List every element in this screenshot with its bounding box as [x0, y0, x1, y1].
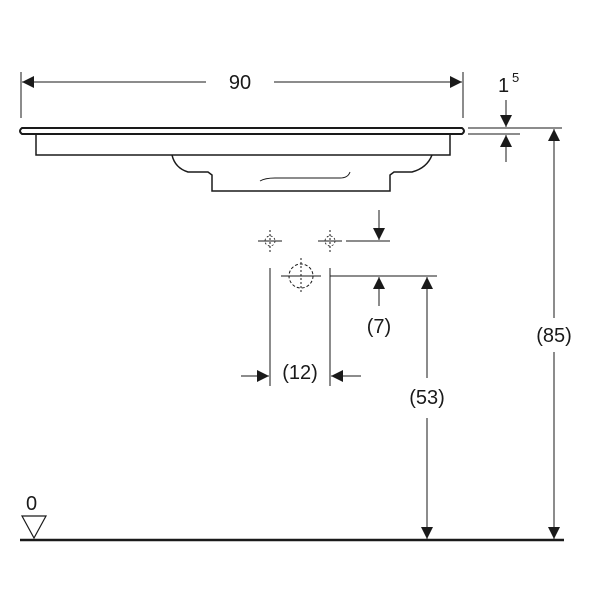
basin-body: [35, 134, 451, 156]
floor-level-label: 0: [26, 493, 37, 515]
drain-offset-dimension: (7): [330, 275, 437, 338]
drain-offset-label: (7): [367, 316, 391, 338]
rim-thickness-dimension: 1 5: [468, 70, 562, 162]
rim-thickness-superscript: 5: [512, 70, 519, 85]
tap-hole-right-symbol: [318, 230, 342, 252]
drain-symbol: [281, 258, 321, 294]
width-dimension: 90: [20, 72, 464, 118]
tap-holes: [258, 210, 390, 252]
tap-spacing-dimension: (12): [241, 268, 361, 386]
washbasin-outline: [19, 127, 465, 192]
floor-level: 0: [20, 493, 564, 542]
tap-hole-left-symbol: [258, 230, 282, 252]
overall-height-dimension: (85): [536, 129, 572, 539]
drain-height-label: (53): [409, 387, 445, 409]
basin-bowl: [171, 154, 433, 192]
basin-rim: [19, 127, 465, 135]
basin-drain-ledge: [259, 171, 351, 182]
rim-thickness-label: 1: [498, 75, 509, 97]
level-marker-icon: [20, 515, 48, 540]
width-label: 90: [229, 72, 251, 94]
drain-height-dimension: (53): [409, 277, 445, 539]
tap-spacing-label: (12): [282, 362, 318, 384]
overall-height-label: (85): [536, 325, 572, 347]
